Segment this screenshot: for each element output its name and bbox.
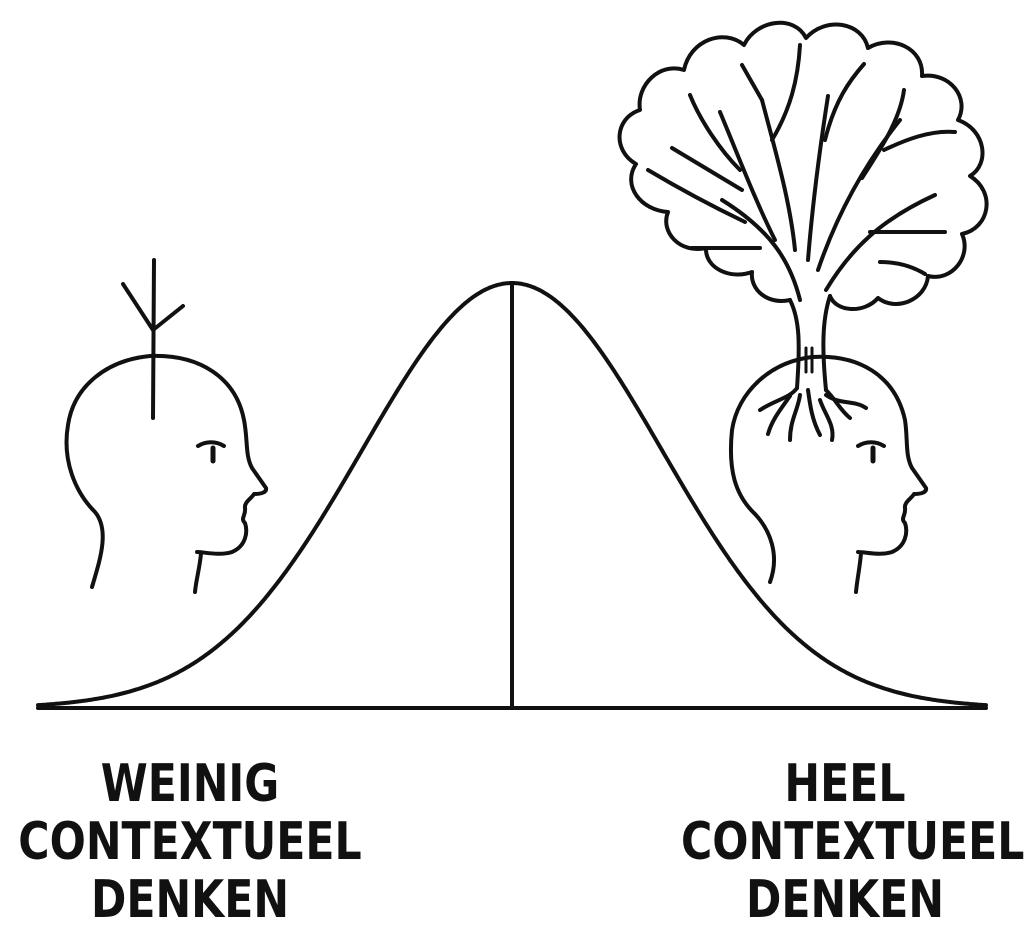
tree-root: [824, 388, 852, 420]
head-with-arrow-icon: [64, 258, 269, 594]
label-left-line-3: DENKEN: [90, 870, 290, 930]
tree-root: [818, 398, 835, 442]
label-left-line-1: WEINIG: [100, 754, 280, 814]
tree-branch: [824, 193, 937, 292]
label-right-line-1: HEEL: [784, 754, 906, 814]
tree-root: [758, 386, 799, 412]
tree-branch: [760, 98, 797, 252]
tree-branch: [860, 88, 906, 180]
tree-root: [824, 393, 868, 410]
tree-branch: [878, 260, 927, 276]
tree-root: [806, 388, 822, 437]
tree-trunk-right: [821, 294, 832, 392]
left-arrowhead: [121, 282, 185, 332]
tree-root: [788, 393, 802, 442]
head-with-tree-icon: [617, 20, 989, 594]
label-left-line-2: CONTEXTUEEL: [18, 812, 362, 872]
left-head-outline: [64, 353, 269, 589]
tree-branch: [646, 168, 747, 224]
tree-root: [766, 394, 792, 436]
tree-branch: [718, 110, 777, 242]
tree-trunk-left: [788, 298, 801, 390]
tree-branch: [720, 198, 802, 302]
right-head-outline: [728, 354, 929, 584]
tree-branch: [670, 146, 744, 192]
tree-branch: [740, 63, 764, 102]
right-neck: [854, 551, 863, 594]
label-heel-contextueel-denken: HEEL CONTEXTUEEL DENKEN: [681, 754, 1024, 930]
left-arrow-shaft: [151, 258, 156, 420]
tree-branch: [823, 62, 866, 142]
tree-branch: [806, 94, 830, 262]
tree-canopy: [617, 20, 989, 312]
tree-branch: [882, 129, 957, 152]
label-weinig-contextueel-denken: WEINIG CONTEXTUEEL DENKEN: [18, 755, 362, 929]
label-right-line-3: DENKEN: [745, 870, 945, 930]
left-neck: [193, 551, 203, 594]
left-eye: [196, 440, 226, 448]
label-right-line-2: CONTEXTUEEL: [681, 812, 1024, 872]
tree-branch: [770, 43, 802, 142]
tree-branch: [688, 93, 742, 172]
right-eye: [856, 440, 886, 448]
